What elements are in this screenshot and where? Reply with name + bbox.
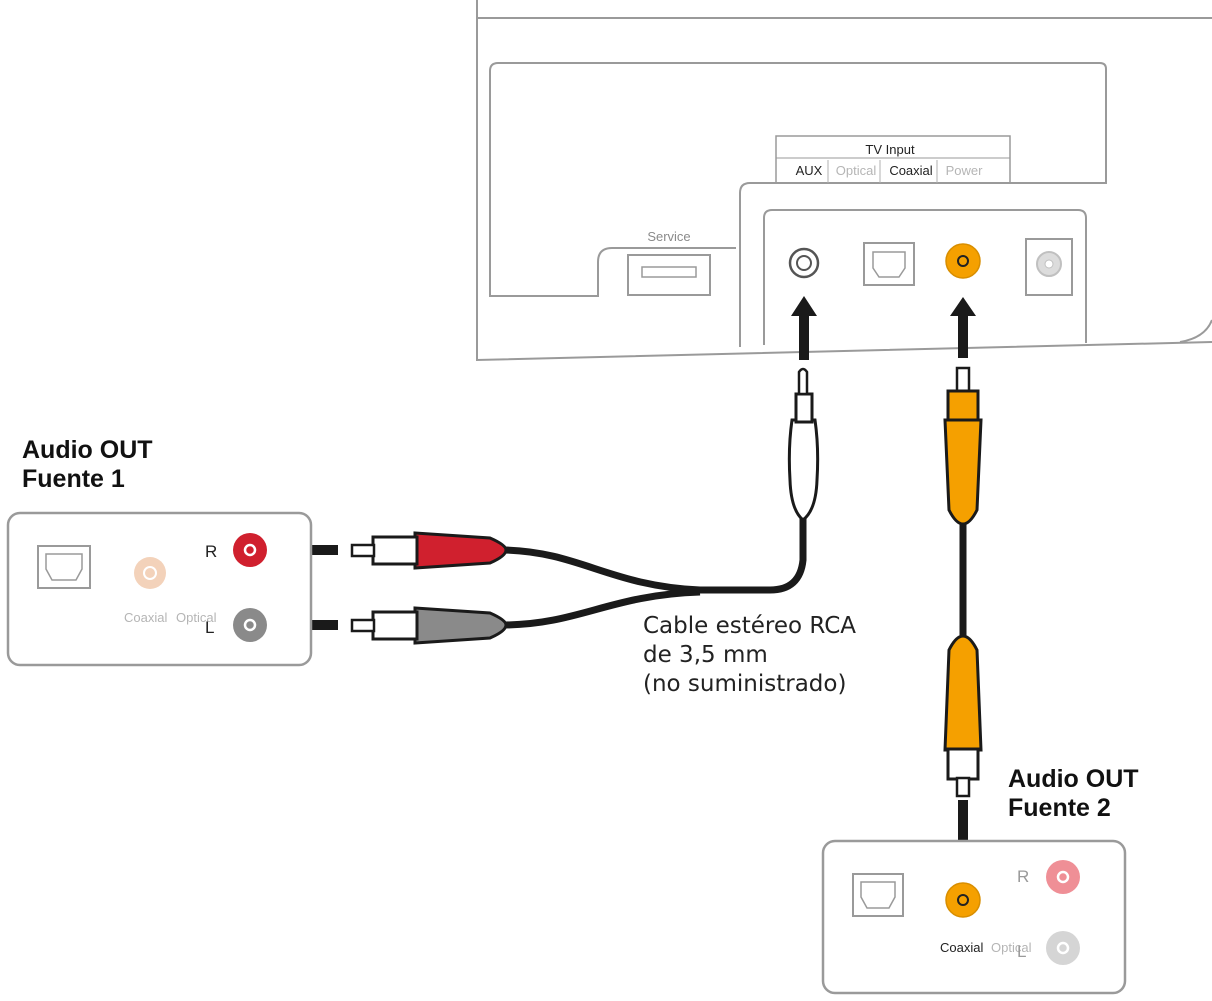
soundbar-curve (1179, 319, 1212, 343)
source1-optical-label: Optical (176, 610, 217, 625)
cable-wire-r (504, 515, 807, 594)
cable-note-line2: de 3,5 mm (643, 642, 768, 668)
cable-note-line1: Cable estéreo RCA (643, 613, 857, 639)
coax-top-pin (955, 366, 971, 395)
source1-coaxial-label: Coaxial (124, 610, 167, 625)
coaxial-label: Coaxial (889, 163, 932, 178)
service-port-slot (641, 266, 697, 278)
rca-plug-gray-collar (371, 610, 419, 641)
coaxial-jack-inner (957, 255, 969, 267)
optical-port (863, 242, 915, 286)
service-port (627, 254, 711, 296)
power-port (1025, 238, 1073, 296)
source1-l-label: L (205, 618, 214, 637)
source2-l-jack-inner (1056, 941, 1070, 955)
rca-plug-gray (413, 606, 508, 645)
source1-r-label: R (205, 542, 217, 561)
source2-l-label: L (1017, 942, 1026, 961)
coax-bottom-collar (946, 747, 980, 781)
source2-coaxial-label: Coaxial (940, 940, 983, 955)
source1-device: Coaxial Optical R L (6, 511, 313, 667)
coax-bottom-body (943, 634, 983, 752)
source2-coaxial-jack-inner (957, 894, 969, 906)
cable-wire-l (504, 588, 701, 629)
soundbar: TV Input AUX Optical Coaxial Power Servi… (476, 0, 1212, 362)
power-label: Power (946, 163, 984, 178)
source2-optical-icon (860, 881, 896, 909)
rca-plug-red-collar (371, 535, 419, 566)
aux-jack-inner (796, 255, 812, 271)
rca-plug-gray-pin (350, 618, 376, 633)
coax-bottom-pin (955, 776, 971, 798)
stereo-rca-cable (350, 367, 820, 645)
port-panel (763, 209, 1087, 345)
cable-note: Cable estéreo RCA de 3,5 mm (no suminist… (643, 612, 856, 699)
optical-label: Optical (836, 163, 877, 178)
source1-coaxial-jack-inner (143, 566, 157, 580)
rca-plug-red-pin (350, 543, 376, 558)
soundbar-back-panel (489, 62, 1107, 347)
source1-title-line2: Fuente 1 (22, 465, 125, 493)
source1-optical-icon (45, 553, 83, 581)
rca-plug-red (413, 531, 508, 570)
source2-r-label: R (1017, 867, 1029, 886)
arrow-to-aux (791, 296, 817, 360)
mini-jack-tip (797, 367, 809, 396)
source2-title: Audio OUT Fuente 2 (1008, 765, 1139, 823)
source1-title: Audio OUT Fuente 1 (22, 436, 153, 494)
arrow-to-coaxial (950, 297, 976, 358)
coaxial-cable (943, 366, 983, 798)
tv-input-bracket (775, 135, 1011, 183)
power-port-pin (1044, 259, 1054, 269)
source1-optical-port (37, 545, 91, 589)
source2-title-line2: Fuente 2 (1008, 794, 1111, 822)
source1-l-jack-inner (243, 618, 257, 632)
coax-top-collar (946, 389, 980, 423)
source2-r-jack-inner (1056, 870, 1070, 884)
coax-top-body (943, 418, 983, 526)
source1-r-jack-inner (243, 543, 257, 557)
mini-jack-plug (787, 418, 820, 522)
source2-optical-port (852, 873, 904, 917)
optical-port-icon (872, 251, 906, 278)
service-label: Service (647, 229, 690, 244)
source2-title-line1: Audio OUT (1008, 765, 1139, 793)
source1-title-line1: Audio OUT (22, 436, 153, 464)
cable-note-line3: (no suministrado) (643, 671, 847, 697)
source2-optical-label: Optical (991, 940, 1032, 955)
source2-device: Coaxial Optical R L (821, 839, 1127, 995)
soundbar-body (476, 0, 1212, 362)
aux-label: AUX (796, 163, 823, 178)
mini-jack-collar (794, 392, 814, 424)
tv-input-label: TV Input (865, 142, 915, 157)
